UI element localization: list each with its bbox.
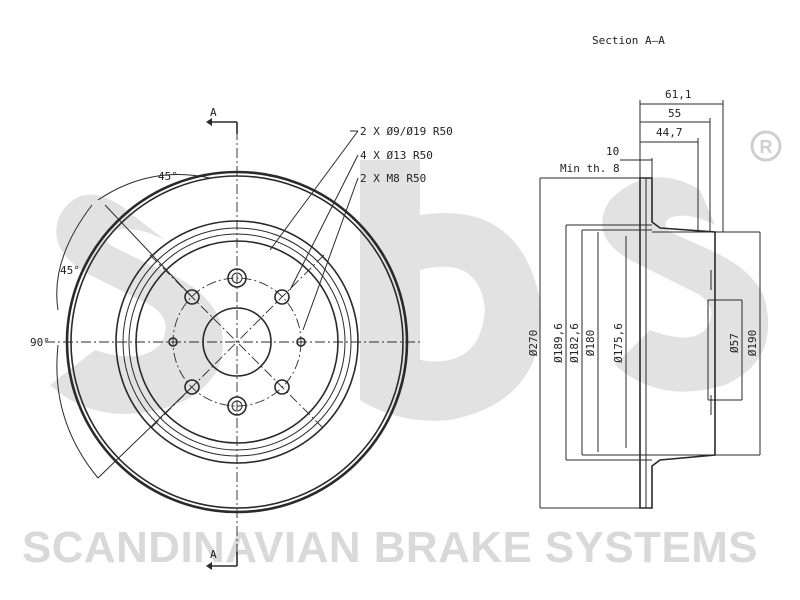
brand-tagline: SCANDINAVIAN BRAKE SYSTEMS [22,523,758,572]
dim-min-thickness: Min th. 8 [560,162,620,175]
disc-outer-edge-inner [70,175,404,509]
thread-hole [168,337,178,347]
angle-leader [97,386,193,479]
bolt-hole [274,289,290,305]
bolt-hole [184,379,200,395]
section-marker-top-label: A [210,106,217,119]
dim-180: Ø180 [584,330,597,357]
bolt-hole [227,268,247,288]
angle-leader [104,204,193,298]
registered-mark: R [750,130,782,162]
dim-182-6: Ø182,6 [568,323,581,363]
angle-arc-3 [56,344,99,479]
dim-189-6: Ø189,6 [552,323,565,363]
section-view: Section A–A 61,1 55 44,7 10 Min th. 8 [527,34,761,509]
section-marker-bottom-label: A [210,548,217,561]
friction-ring-outer [115,220,359,464]
dim-57: Ø57 [728,333,741,353]
diagonal-center-line [149,254,325,430]
hat-edge [135,240,339,444]
hole-callout-3: 2 X M8 R50 [360,172,426,185]
bolt-holes [168,268,306,416]
section-title: Section A–A [592,34,665,47]
angle-arc-1 [97,173,211,201]
section-arrow-bottom [206,562,212,570]
bolt-hole [274,379,290,395]
bolt-circle [172,277,302,407]
bolt-hole [184,289,200,305]
hole-callout-1: 2 X Ø9/Ø19 R50 [360,125,453,138]
bolt-hole [227,396,247,416]
dim-270: Ø270 [527,330,540,357]
front-view: A A 45° 45° 90° 2 X Ø9/Ø19 R50 4 X Ø13 R… [30,106,453,570]
dim-44: 44,7 [656,126,683,139]
sbs-watermark-logo [50,160,769,421]
dim-190: Ø190 [746,330,759,357]
registered-mark-text: R [760,137,773,157]
callout-leader-3 [302,177,359,331]
bolt-hole-inner [231,400,243,412]
friction-ring-inner [128,233,346,451]
dim-10: 10 [606,145,619,158]
thread-hole [296,337,306,347]
bolt-hole-inner [231,272,243,284]
angle-arc-2 [56,204,93,311]
center-bore [202,307,272,377]
dim-61: 61,1 [665,88,692,101]
dim-175-6: Ø175,6 [612,323,625,363]
callout-leader-1 [269,130,359,251]
section-arrow-top [206,118,212,126]
dim-55: 55 [668,107,681,120]
disc-outer-edge [65,170,409,514]
friction-ring-mid [122,227,352,457]
angle-label-3: 90° [30,336,50,349]
angle-label-2: 45° [60,264,80,277]
callout-leader-2 [289,154,359,291]
angle-label-1: 45° [158,170,178,183]
hole-callout-2: 4 X Ø13 R50 [360,149,433,162]
